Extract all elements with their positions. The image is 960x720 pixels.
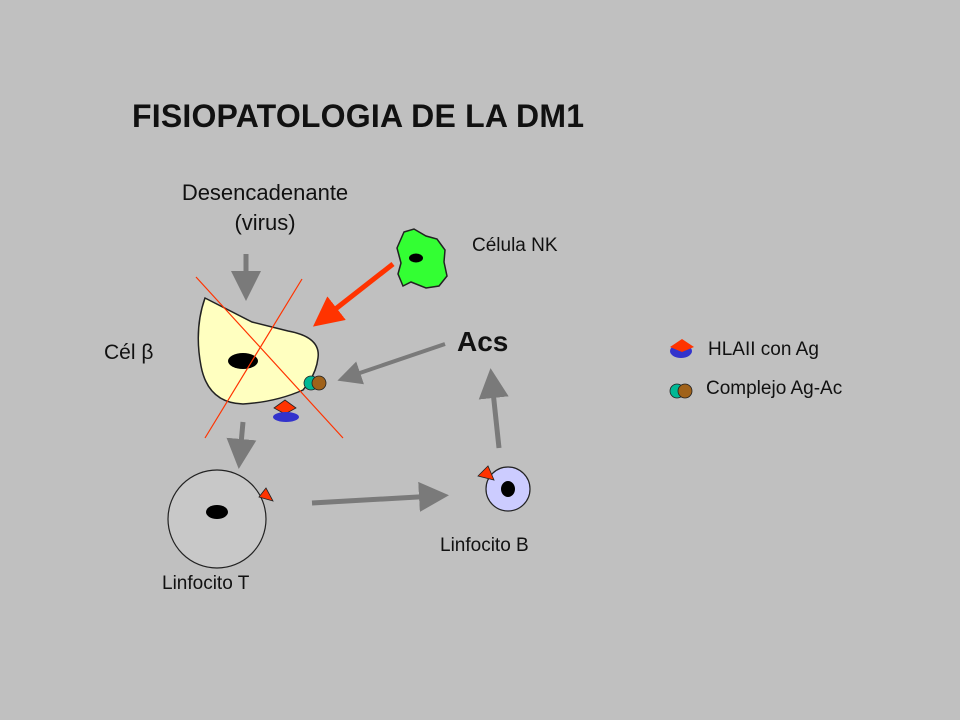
t-lymphocyte — [167, 469, 274, 569]
nk-attack-arrow — [312, 262, 395, 327]
trigger-label-line-2: (virus) — [234, 210, 296, 235]
nk-cell-nucleus — [409, 253, 423, 263]
b-lymphocyte — [477, 465, 531, 512]
antibody-arrow — [337, 342, 446, 385]
b-lymphocyte-receptor — [477, 465, 495, 481]
legend-hla-icon — [670, 339, 694, 358]
t-to-b-arrow — [311, 481, 449, 512]
antibodies-label: Acs — [457, 326, 509, 357]
t-lymphocyte-nucleus — [206, 505, 228, 519]
page-title: FISIOPATOLOGIA DE LA DM1 — [132, 98, 585, 134]
complex-antibody — [311, 375, 327, 391]
trigger-label: Desencadenante (virus) — [160, 178, 370, 238]
beta-cell-label: Cél β — [104, 341, 154, 364]
t-lymphocyte-receptor — [258, 487, 274, 502]
beta-cell — [197, 296, 327, 422]
trigger-label-line-1: Desencadenante — [181, 180, 349, 205]
legend-complex-icon — [669, 383, 693, 399]
beta-cell-nucleus — [228, 353, 258, 369]
nk-cell-label: Célula NK — [472, 235, 558, 256]
b-lymphocyte-label: Linfocito B — [440, 535, 529, 556]
beta-cell-antigen — [273, 399, 297, 415]
destruction-cross-line-1 — [195, 276, 344, 439]
antigen-presentation-arrow — [226, 421, 257, 469]
destruction-cross-line-2 — [204, 278, 303, 439]
b-lymphocyte-nucleus — [501, 481, 515, 497]
legend-complex-label: Complejo Ag-Ac — [706, 378, 843, 399]
legend-hla-label: HLAII con Ag — [708, 339, 819, 360]
t-lymphocyte-label: Linfocito T — [162, 573, 250, 594]
nk-cell — [396, 228, 448, 289]
beta-cell-hla — [273, 412, 299, 422]
b-to-antibodies-arrow — [478, 368, 509, 449]
